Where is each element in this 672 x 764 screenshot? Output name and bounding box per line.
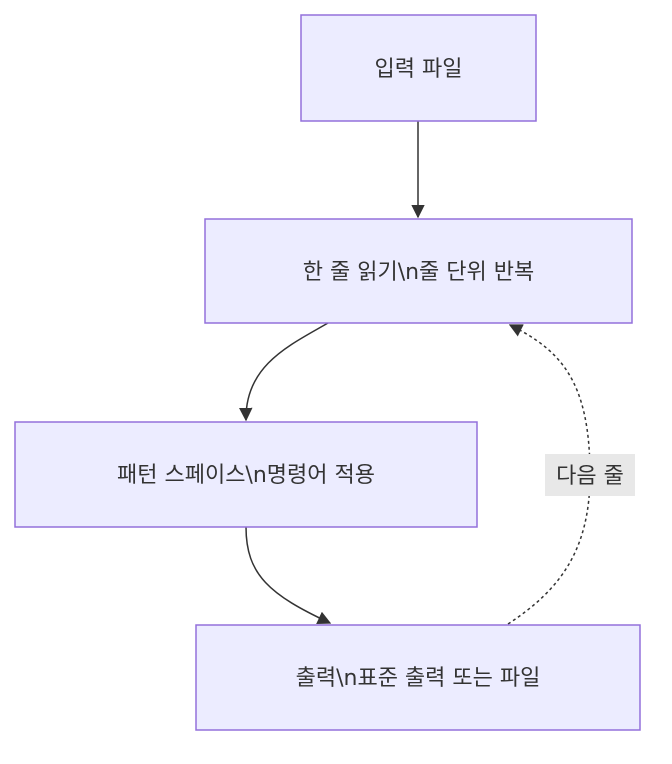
node-box	[195, 624, 641, 731]
node-label: 한 줄 읽기\n줄 단위 반복	[303, 260, 535, 285]
node-output: 출력\n표준 출력 또는 파일	[195, 624, 641, 731]
edge-label-next-line: 다음 줄	[545, 454, 635, 496]
edge-read-to-apply	[239, 322, 329, 422]
node-box	[14, 421, 478, 528]
node-apply-commands: 패턴 스페이스\n명령어 적용	[14, 421, 478, 528]
node-read-line: 한 줄 읽기\n줄 단위 반복	[204, 218, 633, 324]
node-input-file: 입력 파일	[300, 14, 537, 122]
edge-apply-to-output	[245, 526, 332, 624]
edge-output-to-read-loop	[507, 324, 591, 625]
node-label: 출력\n표준 출력 또는 파일	[296, 666, 541, 691]
node-label: 패턴 스페이스\n명령어 적용	[117, 463, 375, 488]
node-box	[204, 218, 633, 324]
node-box	[300, 14, 537, 122]
edge-label-background	[545, 454, 635, 496]
edge-label-text: 다음 줄	[556, 464, 624, 489]
node-label: 입력 파일	[375, 57, 463, 82]
